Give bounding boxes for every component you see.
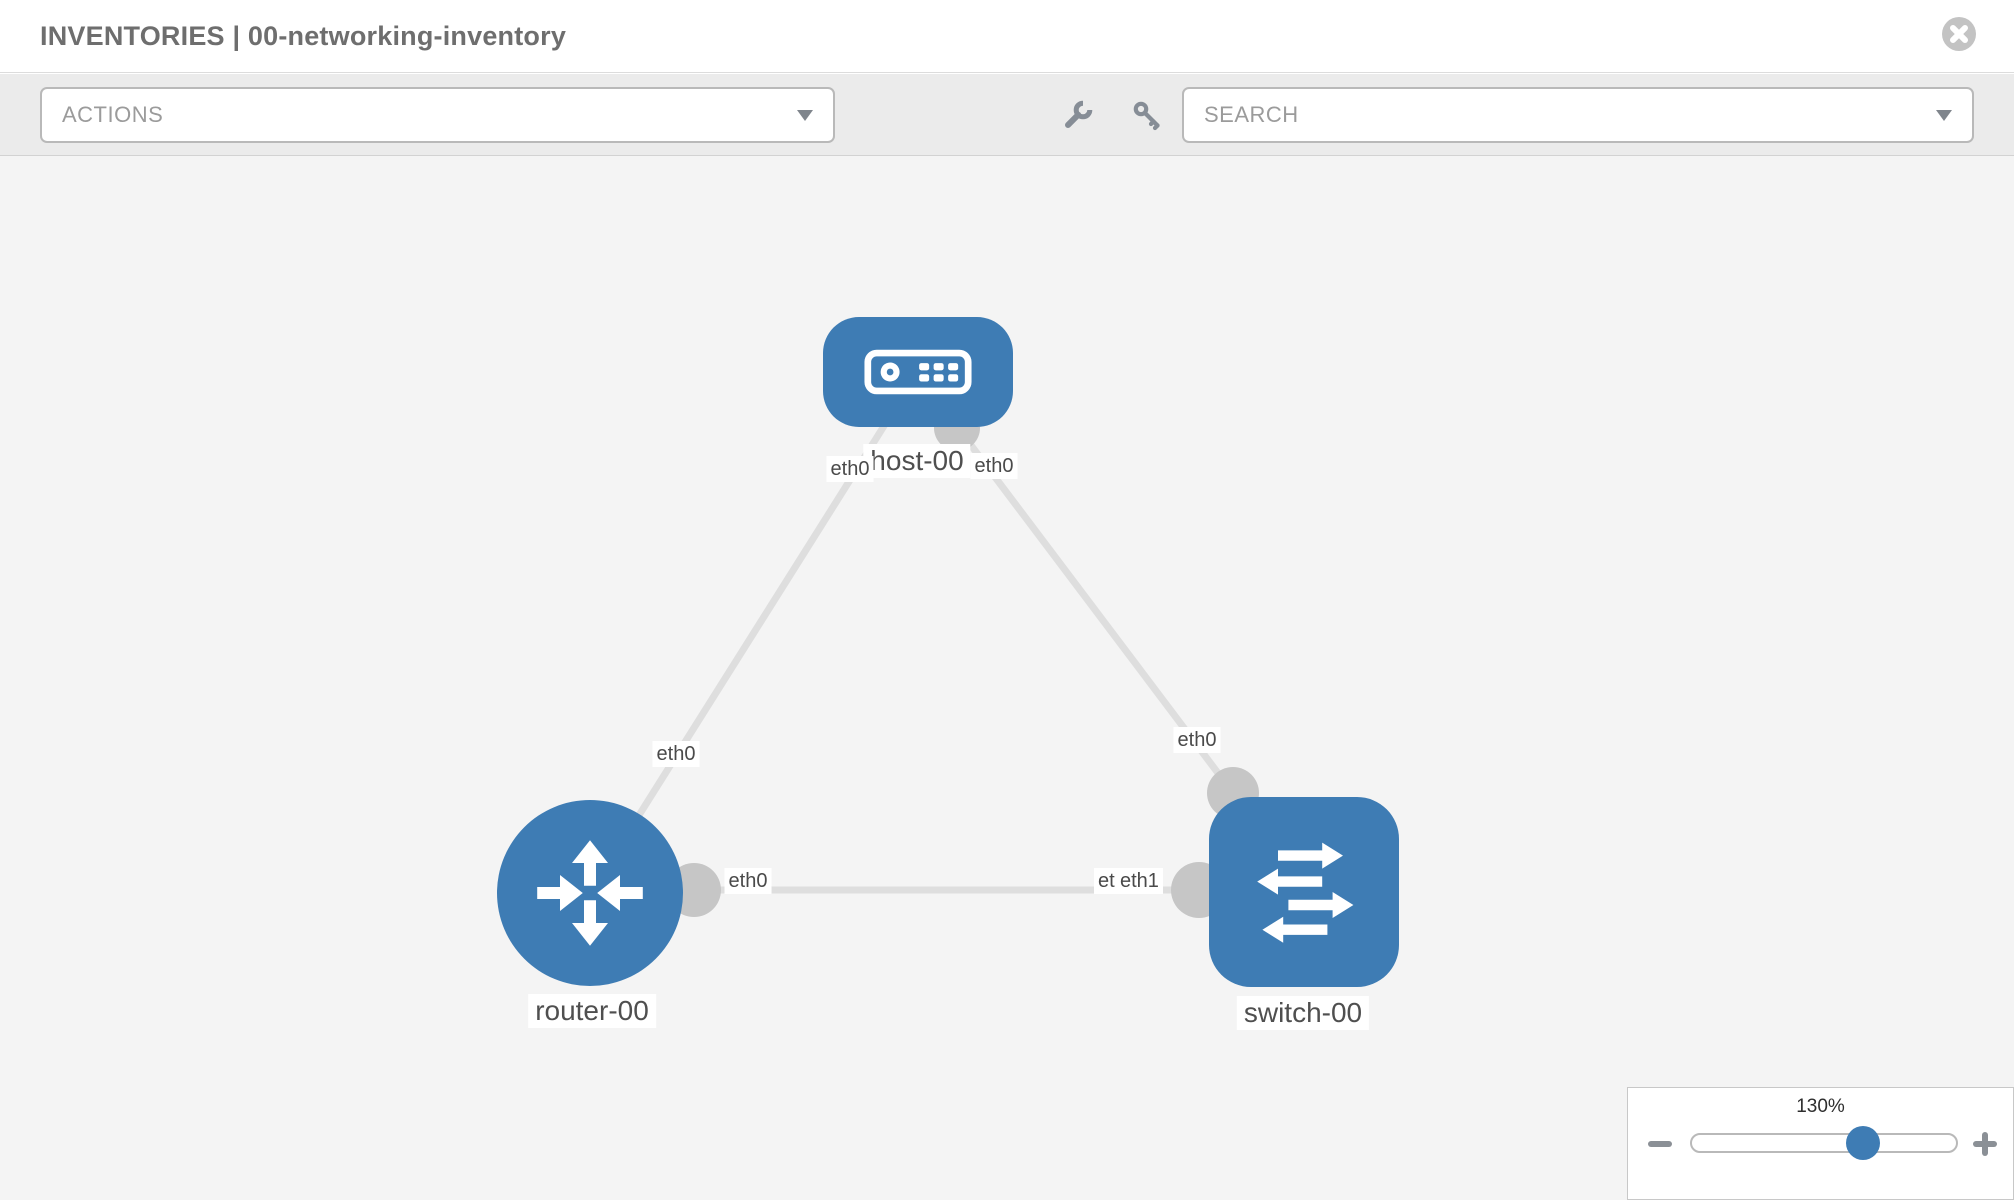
switch-icon xyxy=(1257,842,1354,943)
actions-dropdown[interactable]: ACTIONS xyxy=(40,87,835,143)
wrench-icon xyxy=(1065,100,1093,128)
zoom-control-panel: 130% xyxy=(1627,1087,2014,1200)
credentials-button[interactable] xyxy=(1125,93,1169,137)
toolbar: ACTIONS SEARCH xyxy=(0,74,2014,156)
interface-label: eth0 xyxy=(826,456,874,482)
interface-label: eth0 xyxy=(970,453,1018,479)
node-label-host: host-00 xyxy=(863,444,971,478)
node-label-switch: switch-00 xyxy=(1236,996,1370,1030)
interface-label: eth1 xyxy=(1116,868,1163,894)
router-icon xyxy=(537,840,643,946)
zoom-out-button[interactable] xyxy=(1642,1130,1678,1158)
plus-icon xyxy=(1973,1132,1997,1156)
zoom-level: 130% xyxy=(1796,1096,1845,1117)
node-switch-00[interactable] xyxy=(1209,797,1399,987)
minus-icon xyxy=(1648,1141,1672,1147)
server-icon xyxy=(864,349,972,395)
search-dropdown[interactable]: SEARCH xyxy=(1182,87,1974,143)
zoom-slider-track[interactable] xyxy=(1690,1133,1958,1153)
topology-links xyxy=(587,370,1304,895)
zoom-slider-thumb[interactable] xyxy=(1846,1126,1880,1160)
page-title: INVENTORIES | 00-networking-inventory xyxy=(40,21,567,51)
node-label-router: router-00 xyxy=(528,994,656,1028)
chevron-down-icon xyxy=(797,109,813,121)
node-host-00[interactable] xyxy=(823,317,1013,427)
topology-canvas[interactable]: host-00 router-00 switch-00 eth0 eth0 et… xyxy=(0,156,2014,1200)
interface-label: eth0 xyxy=(1173,727,1221,753)
zoom-in-button[interactable] xyxy=(1966,1127,2004,1161)
interface-label: eth0 xyxy=(724,868,772,894)
close-icon xyxy=(1950,25,1968,43)
chevron-down-icon xyxy=(1936,109,1952,121)
node-router-00[interactable] xyxy=(497,800,683,986)
search-dropdown-label: SEARCH xyxy=(1204,102,1299,127)
interface-label: eth0 xyxy=(652,741,700,767)
tools-button[interactable] xyxy=(1056,93,1100,137)
key-icon xyxy=(1133,101,1160,131)
actions-dropdown-label: ACTIONS xyxy=(62,102,164,127)
close-button[interactable] xyxy=(1942,17,1976,51)
modal-header: INVENTORIES | 00-networking-inventory xyxy=(0,0,2014,73)
